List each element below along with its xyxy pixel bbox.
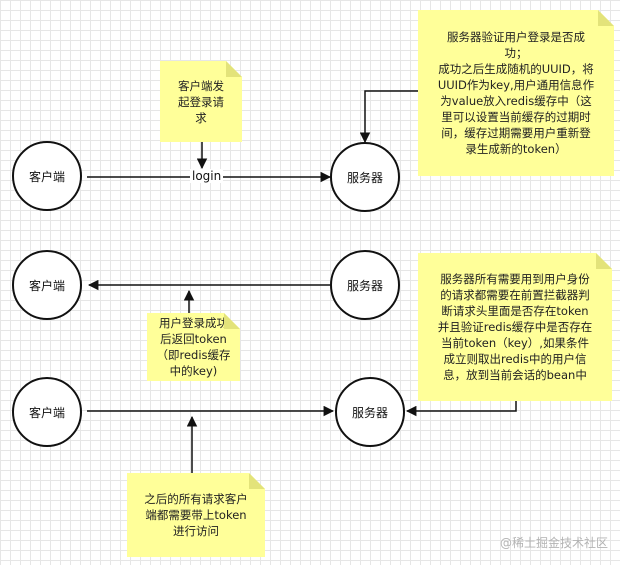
note-carry-token[interactable]: 之后的所有请求客户 端都需要带上token 进行访问 [127,473,265,557]
client-node-2[interactable]: 客户端 [12,250,82,320]
server-node-3[interactable]: 服务器 [335,377,405,447]
note-server-verify[interactable]: 服务器验证用户登录是否成 功； 成功之后生成随机的UUID，将 UUID作为ke… [418,10,614,176]
edge-note-server-verify [359,90,418,144]
edge-label-login: login [190,169,224,183]
watermark-text: @稀土掘金技术社区 [499,536,608,550]
note-server-interceptor[interactable]: 服务器所有需要用到用户身份 的请求都需要在前置拦截器判 断请求头里面是否存在to… [418,253,612,401]
edge-note-interceptor [405,401,517,417]
server-node-2[interactable]: 服务器 [330,250,400,320]
client-node-3[interactable]: 客户端 [12,377,82,447]
client-node-1[interactable]: 客户端 [12,141,82,211]
server-node-1[interactable]: 服务器 [330,142,400,212]
